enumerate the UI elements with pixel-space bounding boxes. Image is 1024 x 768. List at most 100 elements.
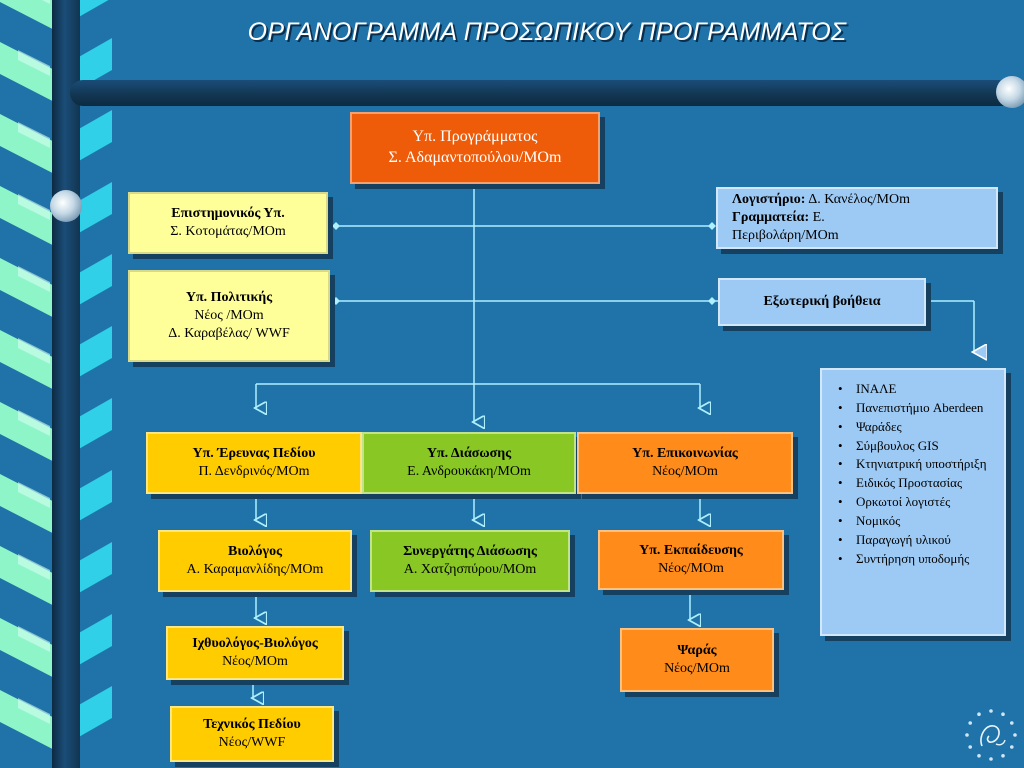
rescue-box: Υπ. Διάσωσης Ε. Ανδρουκάκη/ΜΟm bbox=[362, 432, 576, 494]
logo-star bbox=[968, 721, 972, 725]
external-help-label: Εξωτερική βοήθεια bbox=[763, 293, 881, 309]
ribbon-stripe-front bbox=[70, 614, 112, 670]
education-role: Υπ. Εκπαίδευσης bbox=[639, 542, 743, 558]
connector-node-row1-left bbox=[332, 222, 340, 230]
accounting-value: Δ. Κανέλος/ΜΟm bbox=[808, 191, 910, 207]
external-help-list: ΙΝΑΛΕΠανεπιστήμιο AberdeenΨαράδεςΣύμβουλ… bbox=[820, 368, 1006, 636]
field-technician-box: Τεχνικός Πεδίου Νέος/WWF bbox=[170, 706, 334, 762]
ribbon-highlight bbox=[42, 0, 50, 4]
organization-logo bbox=[965, 709, 1017, 761]
decorative-orb-right bbox=[996, 76, 1024, 108]
ribbon-highlight bbox=[18, 482, 50, 508]
connector-node-row2-left bbox=[332, 297, 340, 305]
fisherman-box: Ψαράς Νέος/ΜΟm bbox=[620, 628, 774, 692]
ichthyologist-name: Νέος/ΜΟm bbox=[222, 654, 288, 669]
external-help-item: Νομικός bbox=[836, 512, 998, 531]
policy-lead-name-1: Νέος /ΜΟm bbox=[194, 307, 264, 323]
ribbon-highlight bbox=[18, 338, 50, 364]
policy-lead-name-2: Δ. Καραβέλας/ WWF bbox=[168, 326, 290, 342]
rescue-partner-name: Α. Χατζησπύρου/ΜΟm bbox=[403, 562, 537, 577]
project-lead-box: Υπ. Προγράμματος Σ. Αδαμαντοπούλου/ΜΟm bbox=[350, 112, 600, 184]
external-help-item: Συντήρηση υποδομής bbox=[836, 550, 998, 569]
ichthyologist-box: Ιχθυολόγος-Βιολόγος Νέος/ΜΟm bbox=[166, 626, 344, 680]
ribbon-stripe-front bbox=[70, 470, 112, 526]
logo-star bbox=[989, 709, 993, 713]
ribbon-highlight bbox=[18, 698, 50, 724]
external-help-items: ΙΝΑΛΕΠανεπιστήμιο AberdeenΨαράδεςΣύμβουλ… bbox=[836, 380, 998, 568]
logo-star bbox=[1013, 733, 1017, 737]
ribbon-highlight bbox=[18, 626, 50, 652]
accounting-secretariat-box: Λογιστήριο: Δ. Κανέλος/ΜΟm Γραμματεία: Ε… bbox=[716, 187, 998, 249]
logo-star bbox=[1001, 712, 1005, 716]
biologist-role: Βιολόγος bbox=[227, 543, 282, 559]
connector-node-row2-right bbox=[708, 297, 716, 305]
rescue-role: Υπ. Διάσωσης bbox=[426, 445, 512, 461]
scientific-lead-box: Επιστημονικός Υπ. Σ. Κοτομάτας/ΜΟm bbox=[128, 192, 328, 254]
ribbon-stripe-front bbox=[70, 326, 112, 382]
project-lead-name: Σ. Αδαμαντοπούλου/ΜΟm bbox=[388, 149, 562, 166]
logo-star bbox=[1001, 754, 1005, 758]
ichthyologist-role: Ιχθυολόγος-Βιολόγος bbox=[192, 635, 318, 651]
ribbon-stripe-front bbox=[70, 110, 112, 166]
secretariat-line: Γραμματεία: Ε. bbox=[732, 209, 825, 227]
accounting-label: Λογιστήριο: bbox=[732, 191, 806, 207]
ribbon-stripe-front bbox=[70, 686, 112, 742]
ribbon-stripe-front bbox=[70, 398, 112, 454]
fisherman-name: Νέος/ΜΟm bbox=[664, 661, 730, 676]
rescue-partner-role: Συνεργάτης Διάσωσης bbox=[403, 543, 537, 559]
ribbon-highlight bbox=[18, 554, 50, 580]
field-technician-name: Νέος/WWF bbox=[218, 735, 286, 750]
logo-star bbox=[989, 757, 993, 761]
accounting-line: Λογιστήριο: Δ. Κανέλος/ΜΟm bbox=[732, 191, 910, 209]
ribbon-highlight bbox=[18, 266, 50, 292]
connector-node-row1-right bbox=[708, 222, 716, 230]
ribbon-stripe-front bbox=[70, 182, 112, 238]
field-research-box: Υπ. Έρευνας Πεδίου Π. Δενδρινός/ΜΟm bbox=[146, 432, 362, 494]
fisherman-role: Ψαράς bbox=[677, 642, 717, 658]
ribbon-highlight bbox=[18, 122, 50, 148]
field-research-name: Π. Δενδρινός/ΜΟm bbox=[198, 464, 310, 479]
logo-star bbox=[1010, 721, 1014, 725]
logo-seal-shape bbox=[980, 725, 1000, 747]
biologist-name: Α. Καραμανλίδης/ΜΟm bbox=[186, 562, 324, 577]
external-help-item: Πανεπιστήμιο Aberdeen bbox=[836, 399, 998, 418]
logo-star bbox=[977, 754, 981, 758]
logo-star bbox=[977, 712, 981, 716]
external-help-box: Εξωτερική βοήθεια bbox=[718, 278, 926, 326]
logo-star bbox=[965, 733, 969, 737]
scientific-lead-name: Σ. Κοτομάτας/ΜΟm bbox=[170, 224, 286, 239]
external-help-item: Σύμβουλος GIS bbox=[836, 437, 998, 456]
ribbon-highlight bbox=[18, 194, 50, 220]
rescue-name: Ε. Ανδρουκάκη/ΜΟm bbox=[407, 464, 531, 479]
field-technician-role: Τεχνικός Πεδίου bbox=[203, 716, 301, 732]
secretariat-label: Γραμματεία: bbox=[732, 209, 810, 225]
decorative-horizontal-bar bbox=[70, 80, 1020, 106]
communication-name: Νέος/ΜΟm bbox=[652, 464, 718, 479]
ribbon-stripe-front bbox=[70, 542, 112, 598]
logo-star bbox=[968, 745, 972, 749]
ribbon-highlight bbox=[18, 50, 50, 76]
ribbon-stripe-front bbox=[70, 254, 112, 310]
external-help-item: Παραγωγή υλικού bbox=[836, 531, 998, 550]
field-research-role: Υπ. Έρευνας Πεδίου bbox=[192, 445, 316, 461]
communication-role: Υπ. Επικοινωνίας bbox=[632, 445, 738, 461]
decorative-vertical-bar bbox=[52, 0, 80, 768]
logo-seal-flipper bbox=[995, 739, 1006, 746]
external-help-item: ΙΝΑΛΕ bbox=[836, 380, 998, 399]
external-help-item: Κτηνιατρική υποστήριξη bbox=[836, 455, 998, 474]
secretariat-value-cont: Περιβολάρη/ΜΟm bbox=[732, 228, 839, 244]
education-name: Νέος/ΜΟm bbox=[658, 561, 724, 576]
decorative-orb-left bbox=[50, 190, 82, 222]
external-help-item: Ειδικός Προστασίας bbox=[836, 474, 998, 493]
rescue-partner-box: Συνεργάτης Διάσωσης Α. Χατζησπύρου/ΜΟm bbox=[370, 530, 570, 592]
policy-lead-role: Υπ. Πολιτικής bbox=[185, 289, 273, 305]
secretariat-value: Ε. bbox=[812, 209, 825, 225]
biologist-box: Βιολόγος Α. Καραμανλίδης/ΜΟm bbox=[158, 530, 352, 592]
education-box: Υπ. Εκπαίδευσης Νέος/ΜΟm bbox=[598, 530, 784, 590]
communication-box: Υπ. Επικοινωνίας Νέος/ΜΟm bbox=[577, 432, 793, 494]
ribbon-highlight bbox=[18, 410, 50, 436]
logo-star bbox=[1010, 745, 1014, 749]
scientific-lead-role: Επιστημονικός Υπ. bbox=[171, 205, 285, 221]
policy-lead-box: Υπ. Πολιτικής Νέος /ΜΟm Δ. Καραβέλας/ WW… bbox=[128, 270, 330, 362]
external-help-item: Ορκωτοί λογιστές bbox=[836, 493, 998, 512]
